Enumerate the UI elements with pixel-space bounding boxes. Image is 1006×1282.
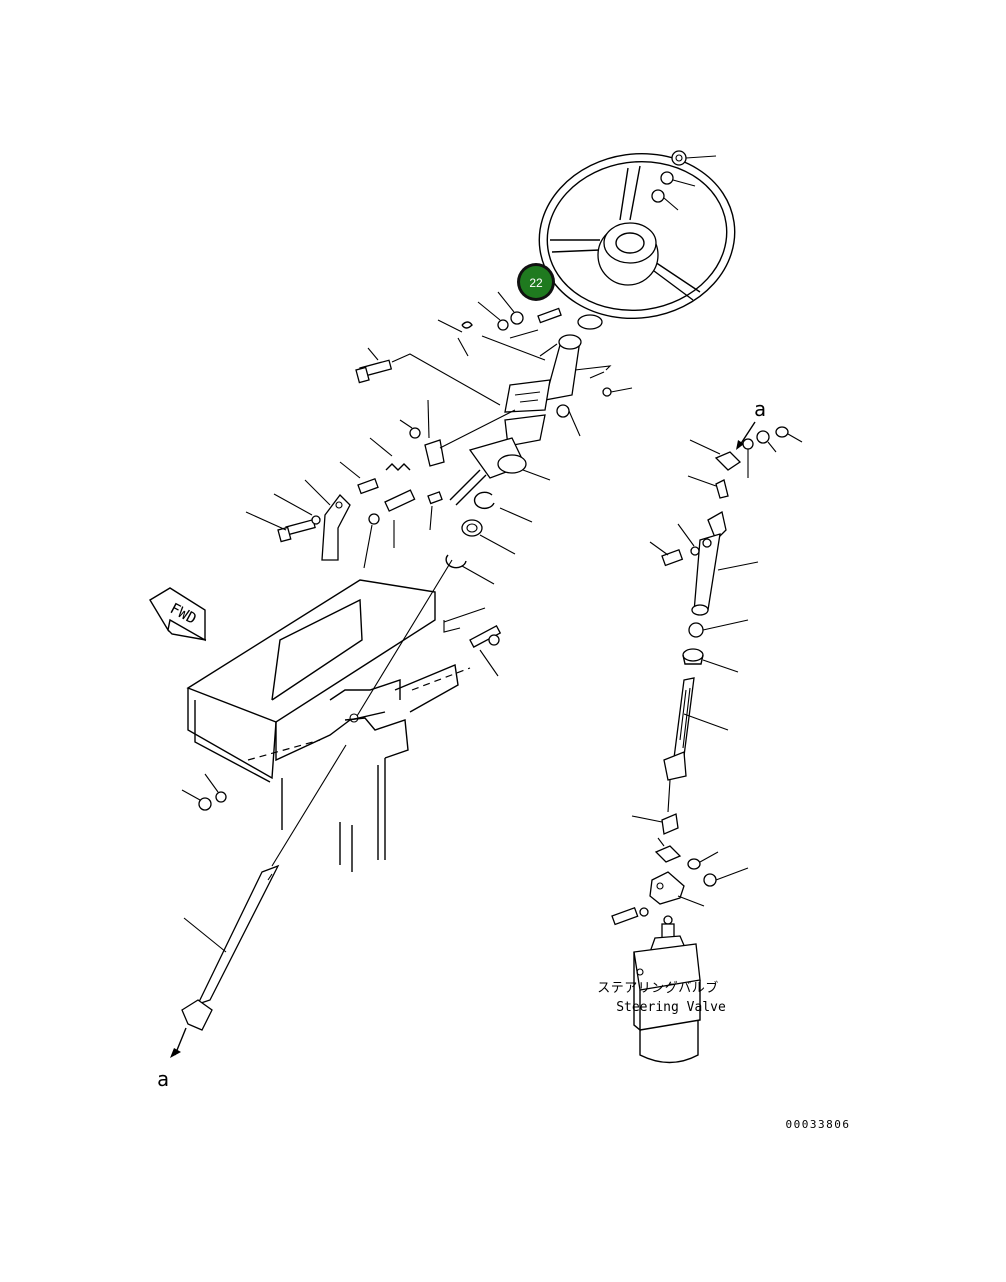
pin-center: [427, 491, 443, 531]
console-bolt: [469, 625, 502, 677]
snap-ring-1: [473, 491, 533, 523]
spider-lower: [654, 837, 682, 863]
bracket-lever: [424, 399, 516, 467]
spring-left: [369, 437, 411, 471]
steering-valve-label-jp: ステアリングバルブ: [597, 980, 719, 996]
column-collar-callout: [522, 469, 551, 481]
ring-top: [775, 426, 803, 443]
tube-left: [363, 489, 416, 569]
spider-top: [689, 439, 742, 471]
small-pin-right: [574, 365, 633, 397]
spring-pin: [437, 319, 473, 357]
washer-left: [399, 419, 421, 439]
steering-valve-label-en: Steering Valve: [616, 1000, 726, 1015]
long-bolt-left: [355, 347, 501, 406]
callout-number: 22: [529, 276, 543, 290]
wheel-ring: [651, 189, 679, 211]
connector-label-bottom: a: [157, 1067, 169, 1091]
wheel-washer: [660, 171, 696, 187]
callout-22[interactable]: 22: [517, 263, 555, 301]
grease-fitting-lower: [631, 813, 679, 835]
bracket-left: [304, 479, 351, 561]
cup-top: [756, 430, 777, 453]
bushing-1: [461, 519, 516, 555]
nut-right-column: [556, 404, 581, 437]
connector-a-top: a: [736, 397, 766, 450]
grease-nipple-top: [481, 335, 558, 361]
bolt-22: [509, 307, 562, 339]
nut-mid: [688, 619, 749, 638]
steering-column-upper: [449, 314, 603, 506]
bolt-yoke-upper: [649, 523, 712, 567]
pin-left: [339, 461, 379, 495]
cup-lower: [687, 851, 719, 870]
ring-lower: [703, 867, 749, 887]
console-frame: [186, 559, 486, 872]
splined-shaft: [663, 677, 729, 813]
lower-steering-shaft: a: [157, 744, 347, 1091]
yoke-upper: [691, 510, 759, 616]
steering-wheel: [538, 152, 736, 320]
fwd-arrow: FWD: [149, 587, 207, 642]
connector-label-top: a: [754, 397, 766, 421]
steering-valve: ステアリングバルブ Steering Valve: [597, 923, 726, 1064]
snap-ring-2: [445, 554, 495, 585]
console-washer: [204, 773, 227, 803]
bolt-left: [245, 493, 321, 543]
wheel-nut: [671, 150, 717, 166]
console-nut: [181, 789, 212, 811]
washer-top-1: [477, 301, 509, 331]
yoke-lower: [649, 871, 705, 907]
bolt-lower: [611, 906, 673, 926]
grease-fitting-right: [687, 475, 729, 499]
drawing-number: 00033806: [786, 1118, 851, 1131]
boot-mid: [682, 648, 739, 673]
washer-right-top: [742, 438, 754, 478]
nut-top-1: [497, 291, 524, 325]
